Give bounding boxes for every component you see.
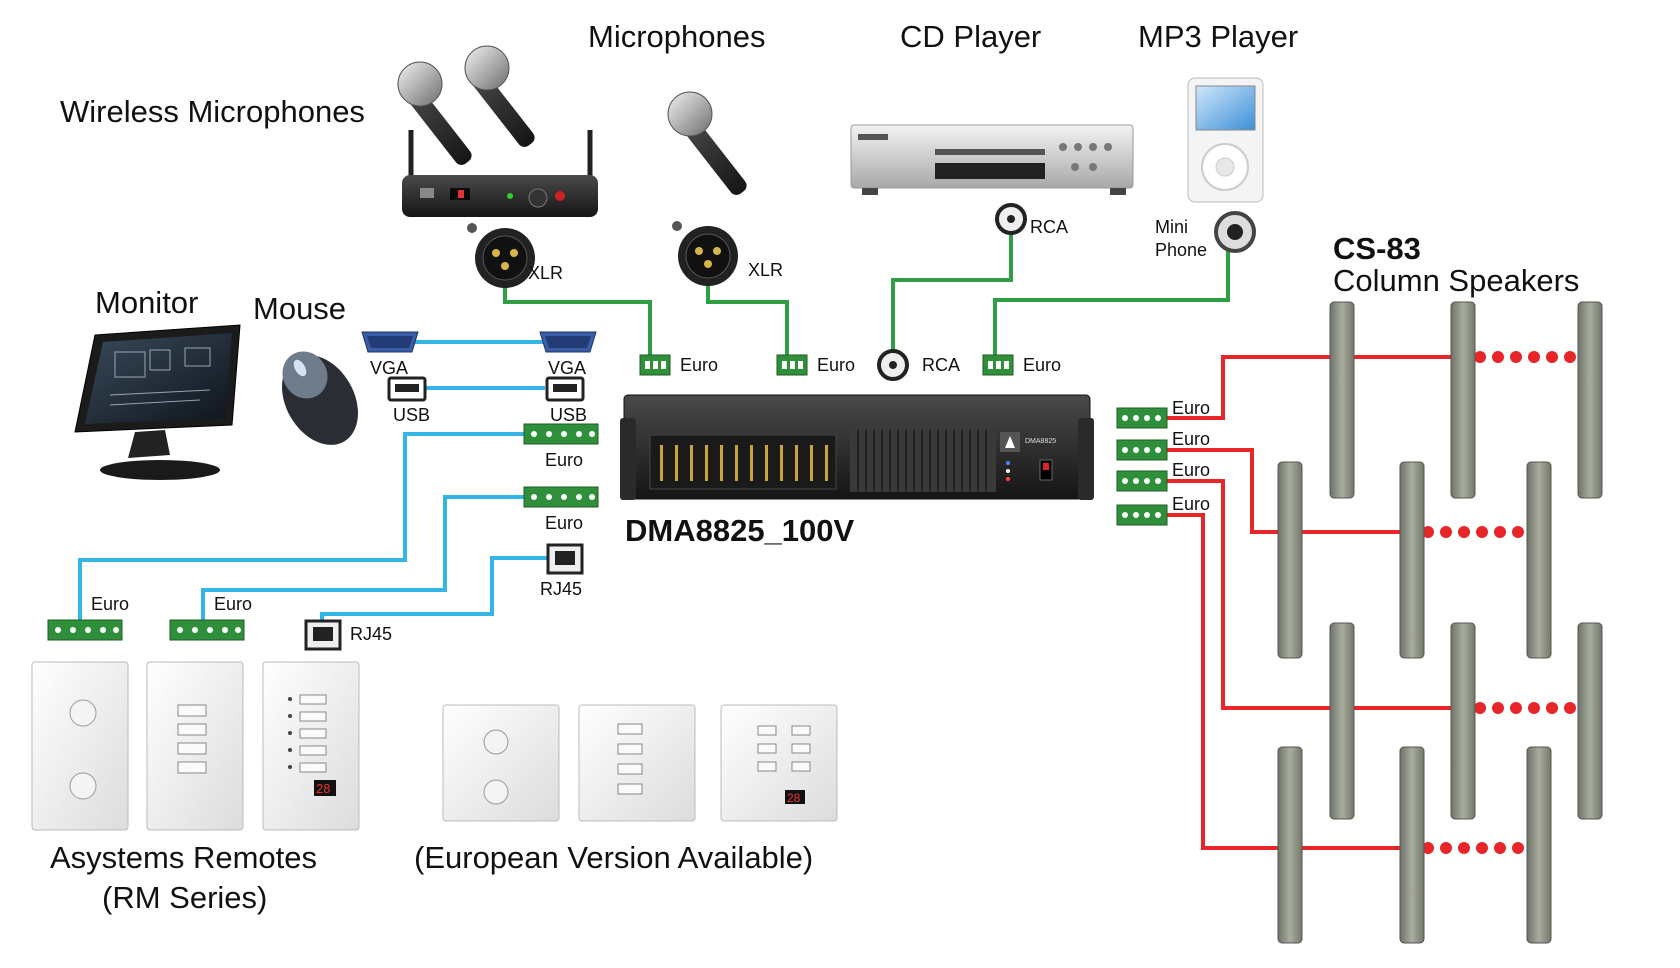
rj45-connector-icon — [546, 543, 584, 575]
euro-control-terminal — [523, 486, 599, 508]
label-mp3-player: MP3 Player — [1138, 19, 1298, 54]
label-remotes-title: Asystems Remotes — [50, 840, 317, 875]
label-usb-left: USB — [393, 405, 430, 425]
column-speaker-icon — [1450, 622, 1476, 820]
label-rca-input: RCA — [922, 355, 960, 375]
column-speaker-icon — [1399, 461, 1425, 659]
remote-panel-volume — [31, 661, 129, 831]
control-cables — [78, 340, 550, 625]
audio-cables — [503, 221, 1230, 355]
label-vga-right: VGA — [548, 358, 586, 378]
column-speakers — [1277, 301, 1603, 944]
column-speaker-icon — [1526, 746, 1552, 944]
label-euro-out-3: Euro — [1172, 460, 1210, 480]
column-speaker-icon — [1526, 461, 1552, 659]
label-remotes-series: (RM Series) — [102, 880, 267, 915]
column-speaker-icon — [1277, 461, 1303, 659]
label-euro-out-4: Euro — [1172, 494, 1210, 514]
column-speaker-icon — [1450, 301, 1476, 499]
label-microphones: Microphones — [588, 19, 765, 54]
label-euro-control-2: Euro — [545, 513, 583, 533]
amplifier-faceplate-model: DMA8825 — [1025, 438, 1056, 445]
column-speaker-icon — [1329, 301, 1355, 499]
label-mouse: Mouse — [253, 291, 346, 326]
label-european-version: (European Version Available) — [414, 840, 813, 875]
remote-panel-eu-volume — [442, 704, 560, 822]
remote-panel-display: 28 — [262, 661, 360, 831]
column-speaker-icon — [1577, 301, 1603, 499]
remote-panel-eu-display: 28 — [720, 704, 838, 822]
label-cd-player: CD Player — [900, 19, 1041, 54]
mouse-icon — [282, 351, 358, 445]
remote-display-digits: 28 — [316, 781, 330, 796]
euro-control-terminal — [169, 619, 245, 641]
label-speaker-model: CS-83 — [1333, 231, 1421, 266]
euro-input-terminal — [982, 354, 1014, 376]
euro-output-terminal — [1116, 439, 1168, 461]
vga-connector-icon — [539, 331, 597, 353]
xlr-connector-icon — [672, 221, 738, 286]
euro-input-terminal — [776, 354, 808, 376]
label-euro-in-3: Euro — [1023, 355, 1061, 375]
label-amplifier-model: DMA8825_100V — [625, 513, 855, 548]
label-vga-left: VGA — [370, 358, 408, 378]
mini-phone-connector-icon — [1214, 211, 1256, 253]
rca-connector-icon — [877, 349, 909, 381]
monitor-icon — [74, 324, 241, 480]
column-speaker-icon — [1277, 746, 1303, 944]
remote-panel-selector — [146, 661, 244, 831]
label-euro-control-1: Euro — [545, 450, 583, 470]
euro-output-terminal — [1116, 470, 1168, 492]
xlr-connector-icon — [467, 223, 535, 288]
usb-connector-icon — [387, 376, 427, 402]
label-xlr-2: XLR — [748, 260, 783, 280]
label-euro-out-1: Euro — [1172, 398, 1210, 418]
euro-output-terminal — [1116, 504, 1168, 526]
wireless-mic-receiver — [402, 130, 598, 217]
rca-connector-icon — [995, 203, 1027, 235]
cd-player — [850, 124, 1134, 195]
mp3-player-icon — [1187, 77, 1264, 203]
label-mini-phone-2: Phone — [1155, 240, 1207, 260]
vga-connector-icon — [361, 331, 419, 353]
label-usb-right: USB — [550, 405, 587, 425]
microphone-icon — [667, 91, 747, 195]
label-rj45-amp: RJ45 — [540, 579, 582, 599]
speaker-chain-dots — [1422, 351, 1576, 854]
usb-connector-icon — [545, 376, 585, 402]
label-euro-in-1: Euro — [680, 355, 718, 375]
label-euro-remote-1: Euro — [91, 594, 129, 614]
label-monitor: Monitor — [95, 285, 198, 320]
label-rca-source: RCA — [1030, 217, 1068, 237]
remote-panel-eu-selector — [578, 704, 696, 822]
euro-control-terminal — [47, 619, 123, 641]
label-speaker-description: Column Speakers — [1333, 263, 1579, 298]
euro-control-terminal — [523, 423, 599, 445]
wireless-microphone-icon — [397, 45, 535, 165]
label-euro-in-2: Euro — [817, 355, 855, 375]
amplifier-dma8825: DMA8825 — [620, 394, 1094, 500]
euro-output-terminal — [1116, 407, 1168, 429]
label-xlr-1: XLR — [528, 263, 563, 283]
column-speaker-icon — [1329, 622, 1355, 820]
rj45-connector-icon — [304, 619, 342, 651]
label-euro-remote-2: Euro — [214, 594, 252, 614]
remote-display-digits-eu: 28 — [787, 791, 801, 805]
label-wireless-microphones: Wireless Microphones — [60, 94, 365, 129]
label-mini-phone-1: Mini — [1155, 217, 1188, 237]
label-rj45-remote: RJ45 — [350, 624, 392, 644]
column-speaker-icon — [1399, 746, 1425, 944]
column-speaker-icon — [1577, 622, 1603, 820]
label-euro-out-2: Euro — [1172, 429, 1210, 449]
euro-input-terminal — [639, 354, 671, 376]
